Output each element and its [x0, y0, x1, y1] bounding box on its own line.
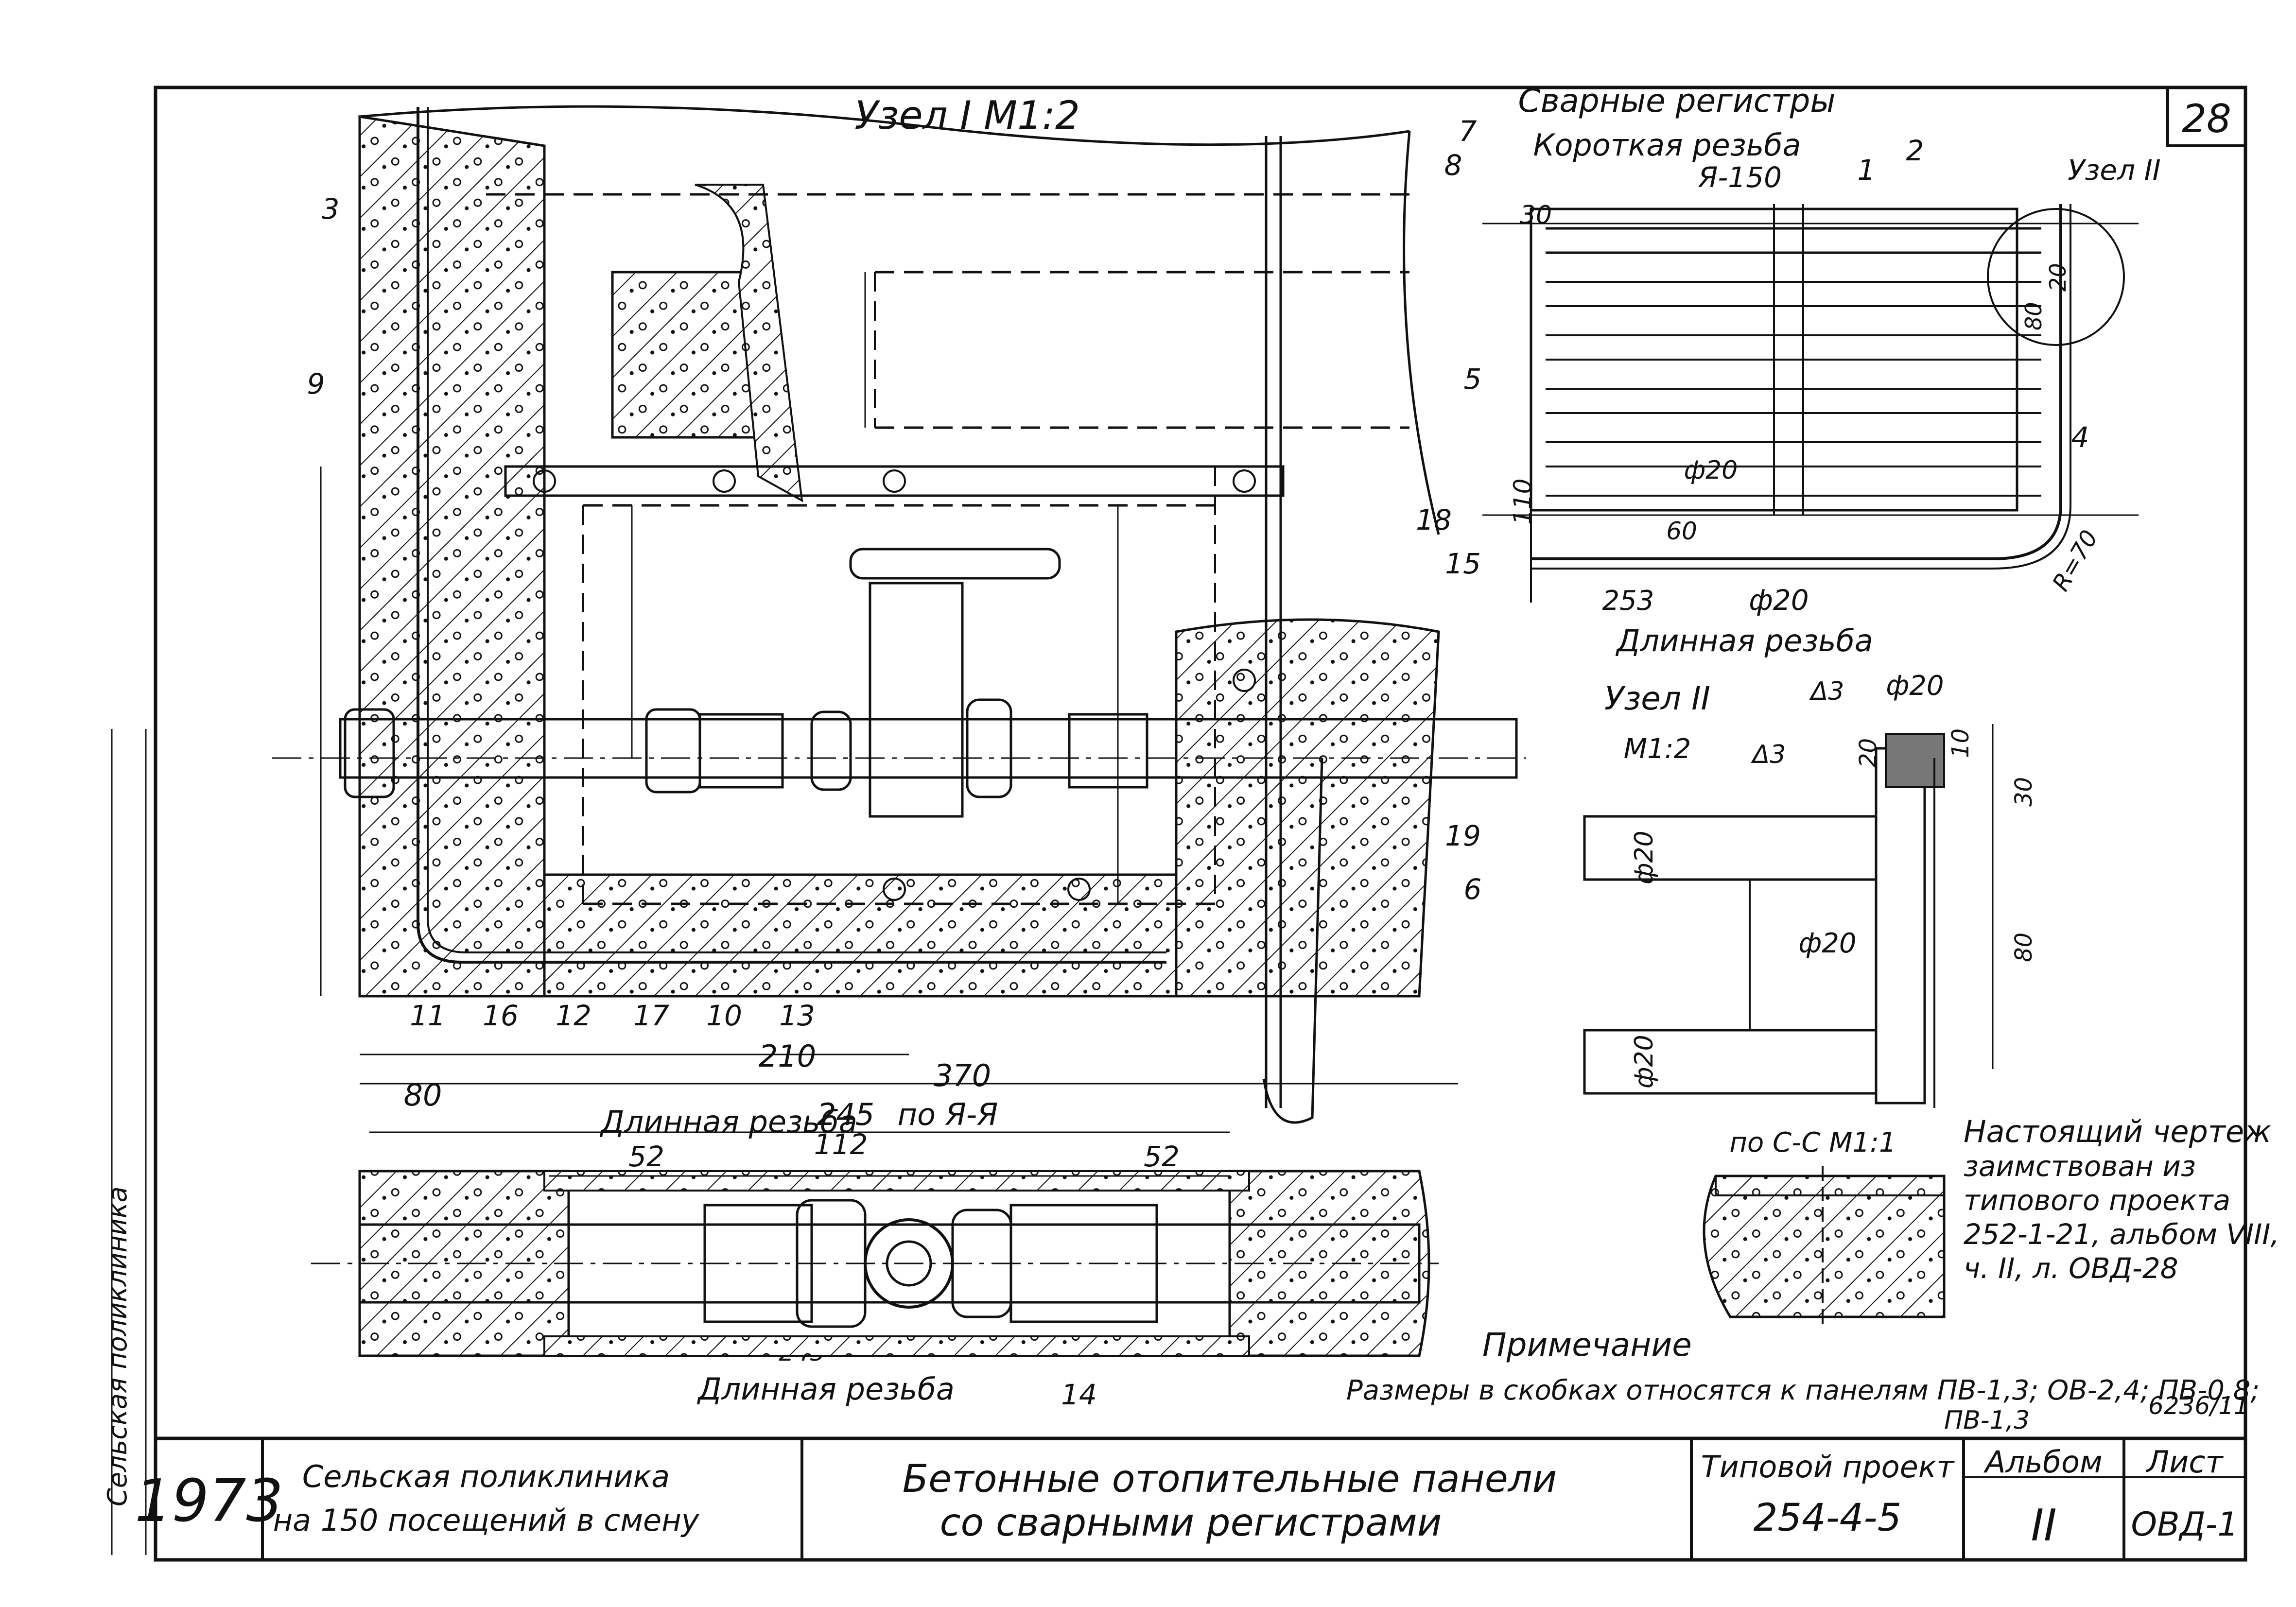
reg-dim-30: 30: [1520, 201, 1552, 230]
title-object-line1: Сельская поликлиника: [302, 1459, 670, 1494]
concrete-block-upper: [611, 271, 760, 439]
section-aa-long-thread-bottom: Длинная резьба: [696, 1371, 955, 1407]
callout-19: 19: [1445, 819, 1481, 852]
note-text1: Размеры в скобках относятся к панелям ПВ…: [1346, 1375, 2260, 1406]
borrowed-note-line5: ч. II, л. ОВД-28: [1964, 1252, 2178, 1285]
borrowed-note-line1: Настоящий чертеж: [1964, 1114, 2271, 1149]
title-drawing-line1: Бетонные отопительные панели: [903, 1457, 1557, 1501]
node2-dim-20: 20: [1855, 738, 1882, 768]
reg-dim-60: 60: [1666, 517, 1697, 545]
break-line-right: [1403, 131, 1440, 535]
borrowed-note-line3: типового проекта: [1964, 1184, 2230, 1217]
concrete-wall-left: [358, 115, 546, 998]
node2-dia-lower: ф20: [1630, 1035, 1659, 1089]
callout-1: 1: [1858, 154, 1876, 187]
section-aa-dim-80: 80: [404, 1077, 442, 1113]
callout-7: 7: [1459, 115, 1477, 148]
node2-dia-top: ф20: [1886, 670, 1944, 702]
borrowed-note-line2: заимствован из: [1964, 1150, 2196, 1183]
callout-12: 12: [556, 999, 591, 1032]
title-drawing-line2: со сварными регистрами: [940, 1501, 1442, 1545]
concrete-slab-bottom: [543, 873, 1178, 998]
section-aa-dim-245: 245: [817, 1097, 874, 1132]
node2-dia-upper: ф20: [1630, 830, 1659, 884]
concrete-block-break: [695, 184, 803, 502]
register-drawing: [1482, 204, 2139, 603]
callout-17: 17: [633, 999, 669, 1032]
node2-dim-80: 80: [2010, 933, 2037, 962]
callout-15: 15: [1445, 547, 1481, 580]
callout-14: 14: [1061, 1378, 1097, 1411]
side-stamp-lines: [111, 729, 147, 1555]
note-label: Примечание: [1482, 1326, 1692, 1364]
callout-16: 16: [483, 999, 519, 1032]
main-pipe: [272, 548, 1526, 818]
reg-dim-d20b: ф20: [1749, 584, 1809, 617]
callout-10: 10: [706, 999, 742, 1032]
inventory-code: 6236/11: [2148, 1392, 2249, 1420]
node1-dim-370: 370: [934, 1058, 991, 1093]
callout-2: 2: [1906, 134, 1924, 167]
mounting-strip: [504, 465, 1285, 901]
section-c-drawing: [1703, 1166, 1946, 1327]
reg-dim-110: 110: [1509, 479, 1537, 525]
callout-11: 11: [410, 999, 446, 1032]
section-aa-dim-52b: 52: [1144, 1140, 1180, 1173]
reg-dim-d20a: ф20: [1684, 456, 1738, 485]
node2-ref-label: Узел II: [2068, 154, 2161, 187]
vertical-rod: [1262, 136, 1323, 1124]
title-album-label: Альбом: [1983, 1444, 2103, 1480]
node2-title: Узел II: [1604, 680, 1710, 717]
section-aa-dim-52a: 52: [628, 1140, 664, 1173]
sheet-frame: [154, 86, 2247, 1562]
register-outline: [486, 193, 1409, 905]
callout-18: 18: [1416, 503, 1452, 536]
title-sheet-number: ОВД-1: [2131, 1505, 2238, 1544]
section-aa-body: [311, 1131, 1439, 1357]
callout-5: 5: [1464, 363, 1482, 396]
sheet-number-top: 28: [2182, 96, 2231, 141]
callout-3: 3: [322, 192, 340, 225]
callout-9: 9: [307, 367, 325, 400]
note-text2: ПВ-1,3: [1944, 1406, 2030, 1435]
node2-weld1: Δ3: [1809, 677, 1844, 706]
side-stamp: Сельская поликлиника: [102, 1186, 133, 1506]
title-year: 1973: [135, 1468, 283, 1535]
callouts: 1 2 3 4 5 6 7 8 9 10 11 12 13 14 15 16 1…: [307, 115, 2089, 1411]
section-c-title: по С-С М1:1: [1729, 1127, 1896, 1158]
reg-dim-r70: R=70: [2047, 525, 2104, 596]
node1-dim-210: 210: [759, 1038, 816, 1074]
title-block: [156, 1436, 2245, 1560]
section-aa-title: по Я-Я: [898, 1097, 998, 1132]
concrete-block-right: [1175, 618, 1440, 998]
bent-pipe-inner: [427, 107, 1166, 953]
title-project-number: 254-4-5: [1754, 1496, 1901, 1540]
short-thread-label: Короткая резьба: [1533, 127, 1801, 163]
title-sheet-label: Лист: [2145, 1444, 2224, 1480]
long-thread-label: Длинная резьба: [1615, 623, 1873, 658]
node2-dim-10: 10: [1947, 728, 1974, 758]
reg-dim-253: 253: [1602, 585, 1654, 617]
title-album-number: II: [2031, 1500, 2056, 1551]
welded-registers-title: Сварные регистры: [1518, 82, 1836, 120]
title-object-line2: на 150 посещений в смену: [273, 1503, 700, 1538]
callout-8: 8: [1444, 149, 1462, 182]
reg-dim-20: 20: [2045, 263, 2071, 292]
node2-scale: М1:2: [1624, 733, 1691, 765]
title-project-label: Типовой проект: [1701, 1449, 1955, 1485]
bent-pipe: [417, 107, 1166, 964]
node1-dimensions: [320, 272, 1458, 1085]
section-aa-long-thread-top: Длинная резьба: [599, 1104, 857, 1140]
borrowed-note-line4: 252-1-21, альбом VIII,: [1964, 1218, 2279, 1251]
callout-13: 13: [779, 999, 815, 1032]
node2-dia-mid: ф20: [1798, 928, 1856, 959]
callout-6: 6: [1464, 873, 1482, 906]
node2-drawing: [1583, 724, 1994, 1108]
section-aa-dim-112: 112: [814, 1128, 868, 1161]
reg-dim-150: Я-150: [1698, 161, 1782, 194]
node2-dim-30: 30: [2010, 777, 2037, 807]
callout-4: 4: [2071, 421, 2089, 454]
node2-weld2: Δ3: [1751, 740, 1786, 769]
